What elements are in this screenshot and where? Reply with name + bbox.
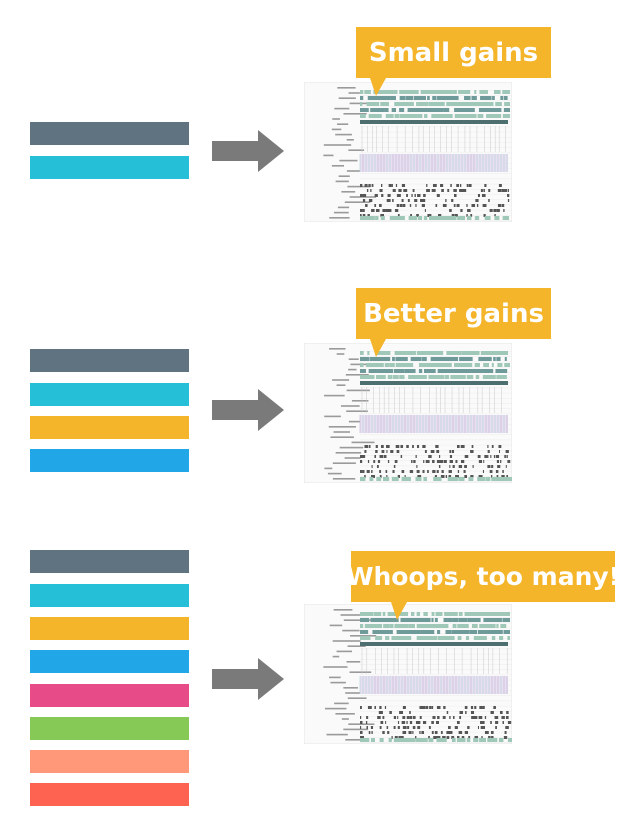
bar-1: [30, 550, 189, 573]
callout-text: Better gains: [363, 298, 544, 329]
bar-3: [30, 617, 189, 640]
callout-small-gains: Small gains: [356, 27, 551, 96]
profiler-trace-thumbnail: [304, 82, 512, 222]
bar-1: [30, 122, 189, 145]
profiler-trace-thumbnail: [304, 343, 512, 483]
right-arrow-icon: [212, 658, 284, 700]
bar-2: [30, 156, 189, 179]
callout-text: Small gains: [368, 37, 539, 68]
right-arrow-icon: [212, 130, 284, 172]
right-arrow-icon: [212, 389, 284, 431]
bar-1: [30, 349, 189, 372]
bar-6: [30, 717, 189, 740]
bar-7: [30, 750, 189, 773]
bar-2: [30, 383, 189, 406]
bar-5: [30, 684, 189, 707]
bar-3: [30, 416, 189, 439]
callout-text: Whoops, too many!: [345, 562, 621, 591]
profiler-trace-thumbnail: [304, 604, 512, 744]
bar-4: [30, 650, 189, 673]
bar-2: [30, 584, 189, 607]
bar-4: [30, 449, 189, 472]
callout-whoops-too-many: Whoops, too many!: [346, 551, 620, 620]
bar-8: [30, 783, 189, 806]
callout-better-gains: Better gains: [356, 288, 551, 357]
